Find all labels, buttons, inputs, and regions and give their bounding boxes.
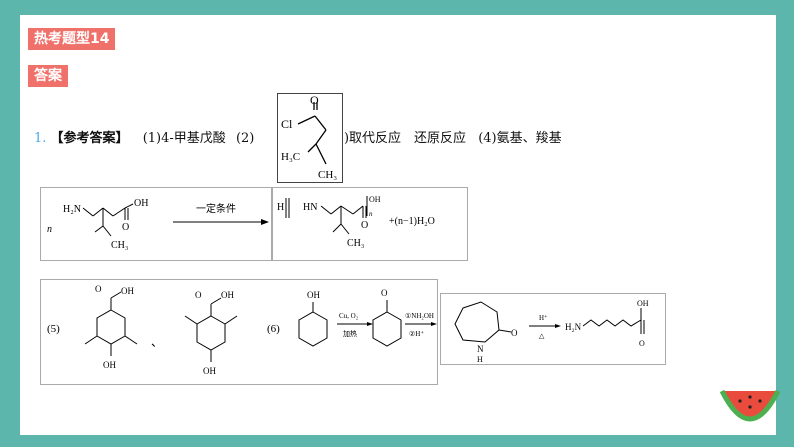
- polymerization-reactant-box: n H₂N OH O CH₃ 一定条件: [40, 187, 272, 261]
- topic-tag: 热考题型14: [28, 28, 116, 50]
- hydrolysis-box: O N H H⁺ △ H₂N OH O: [440, 293, 666, 365]
- lactam-o: O: [511, 328, 518, 338]
- acyl-chloride-structure: O Cl H₃C CH₃: [277, 93, 343, 183]
- step1-condition-top: Cu, O₂: [339, 312, 359, 320]
- step1-condition-bottom: 加热: [343, 329, 357, 338]
- polymer-product-box: H HN O OH n CH₃ +(n−1)H₂O: [272, 187, 468, 261]
- answer-line: 1. 【参考答案】 (1)4-甲基戊酸 (2) (3)取代反应 还原反应 (4)…: [34, 127, 562, 146]
- amine-label: H₂N: [63, 204, 81, 215]
- step2-condition-top: ①NH₂OH: [405, 312, 434, 320]
- answer-part-4: (4)氨基、羧基: [478, 131, 562, 146]
- parts-5-6-box: (5) OH O OH 、 OH O OH (6) OH: [40, 279, 438, 385]
- part6-label: (6): [267, 323, 280, 335]
- step2-condition-bottom: ②H⁺: [409, 330, 424, 338]
- final-amine: H₂N: [565, 322, 582, 332]
- question-number: 1.: [34, 131, 47, 146]
- chlorine-label: Cl: [281, 117, 293, 131]
- separator: 、: [151, 335, 163, 349]
- reference-answer-label: 【参考答案】: [50, 131, 129, 146]
- polymer-o-label: O: [361, 220, 368, 231]
- methyl-label-b: CH₃: [318, 169, 337, 181]
- methyl-label-a: H₃C: [281, 151, 300, 163]
- polymer-oh-label: OH: [369, 195, 381, 204]
- carbonyl-o-label: O: [122, 222, 129, 233]
- answer-part-3: (3)取代反应 还原反应: [330, 131, 467, 146]
- methyl-label: CH₃: [111, 240, 128, 251]
- slide: 热考题型14 答案 1. 【参考答案】 (1)4-甲基戊酸 (2) (3)取代反…: [20, 15, 781, 435]
- coefficient-n: n: [47, 224, 52, 235]
- lactam-n: N: [477, 344, 484, 354]
- oxygen-label: O: [310, 94, 319, 107]
- step3-condition-bottom: △: [539, 332, 545, 340]
- step3-condition-top: H⁺: [539, 314, 548, 322]
- acid1-o: O: [95, 284, 102, 294]
- final-o: O: [639, 339, 645, 348]
- cyclohexanone-o: O: [381, 288, 388, 298]
- acid1-phenol-oh: OH: [103, 360, 116, 370]
- answer-part-1: (1)4-甲基戊酸: [142, 131, 226, 146]
- reaction-condition: 一定条件: [196, 202, 236, 215]
- polymer-n-label: n: [369, 210, 373, 218]
- lactam-h: H: [477, 355, 483, 364]
- answer-part-2: (2): [235, 131, 255, 146]
- acid2-o: O: [195, 290, 202, 300]
- part5-label: (5): [47, 323, 60, 335]
- polymer-h-label: H: [277, 202, 284, 213]
- answer-tag: 答案: [28, 65, 68, 87]
- final-oh: OH: [637, 299, 649, 308]
- polymer-hn-label: HN: [303, 202, 317, 213]
- acid2-phenol-oh: OH: [203, 366, 216, 376]
- acid1-oh: OH: [121, 286, 134, 296]
- acid2-oh: OH: [221, 290, 234, 300]
- cyclohexanol-oh: OH: [307, 290, 320, 300]
- polymer-methyl-label: CH₃: [347, 238, 364, 249]
- hydroxyl-label: OH: [134, 198, 148, 209]
- watermelon-icon: [719, 387, 781, 439]
- byproduct-water: +(n−1)H₂O: [389, 216, 435, 227]
